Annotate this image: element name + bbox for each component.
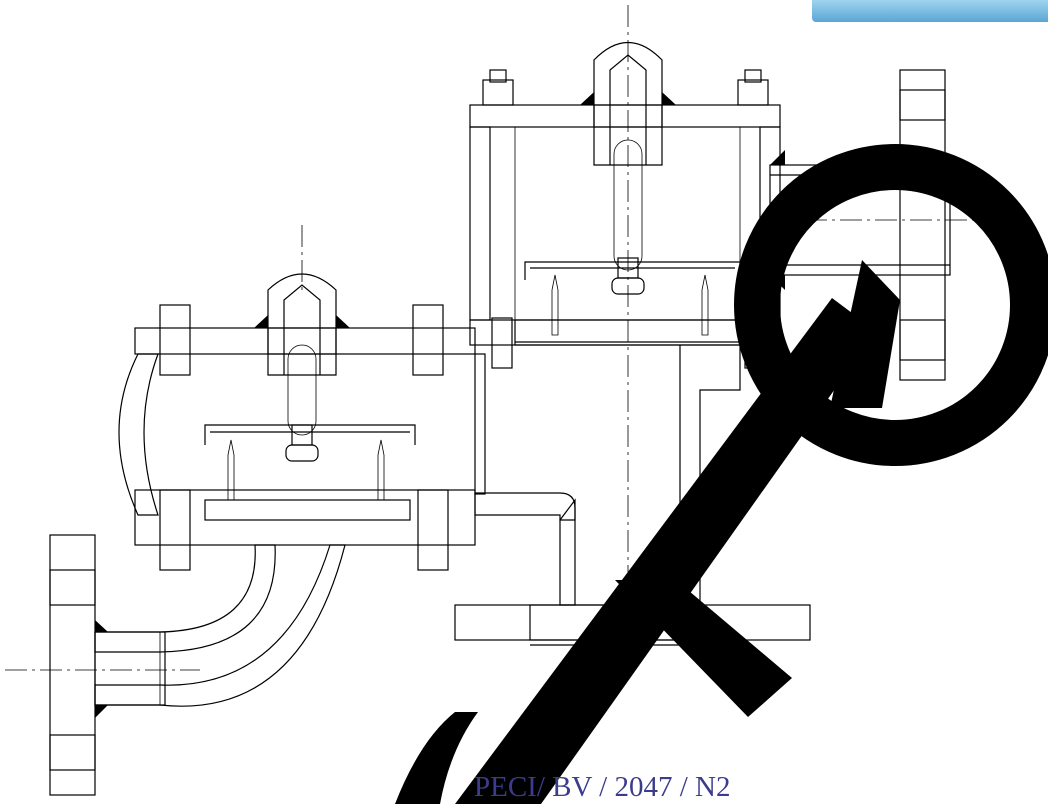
- brand-logo-badge: [812, 0, 1048, 22]
- lower-valve-body: [49, 273, 576, 796]
- drawing-reference-code: PECI/ BV / 2047 / N2: [474, 771, 731, 803]
- watermark-nvr: [395, 144, 1048, 804]
